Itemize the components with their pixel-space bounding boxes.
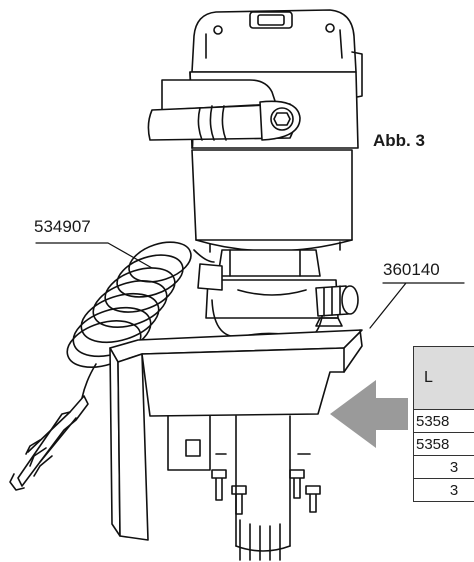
coiled-cable [66,241,215,399]
pump-head [197,249,343,340]
figure-label: Abb. 3 [373,131,425,150]
leader-cable [35,242,153,269]
bolts [211,453,321,515]
parts-table-row: 3 [413,478,474,502]
callout-bracket: 360140 [383,260,440,279]
mounting-bracket [109,329,363,541]
clamp-handle [147,79,301,141]
parts-table-row: 5358 [413,432,474,456]
callout-cable: 534907 [34,217,91,236]
parts-table: L 5358 5358 3 3 [413,346,474,502]
pipe-fitting [315,285,359,317]
alligator-clip [9,395,89,491]
leader-bracket [369,282,465,329]
parts-table-row: 5358 [413,409,474,433]
arrow-pointer [330,380,408,448]
pump-pipe [235,415,291,561]
parts-table-header: L [413,346,474,410]
parts-table-row: 3 [413,455,474,479]
motor-lid [191,9,363,99]
